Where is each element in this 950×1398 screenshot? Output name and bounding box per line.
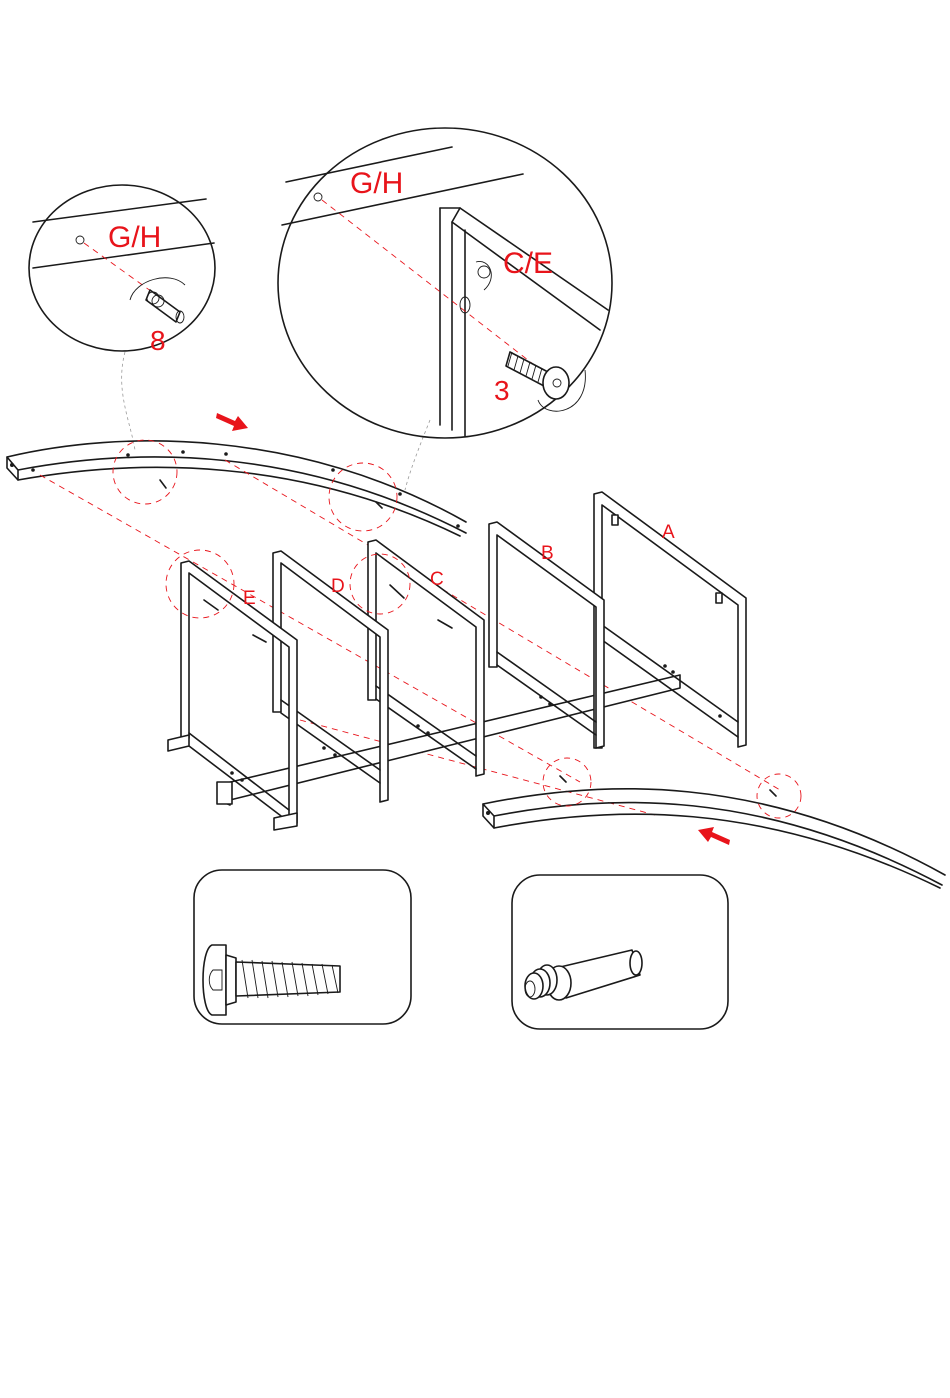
hardware-bolt-shank [236,962,340,996]
frame-a-rail [602,625,738,722]
detail-right-bubble: G/H C/E 3 [278,128,612,438]
frame-e-bolt-1 [204,600,218,610]
frame-b-hole-1 [539,695,543,699]
frame-d-hole-1 [322,746,326,750]
frame-e-label: E [243,588,256,609]
top-rail-hole-1 [31,468,35,472]
top-rail-callout-left [113,440,177,504]
bottom-rail-dowel-left [560,776,566,782]
detail-left-hw-label: 8 [150,325,166,356]
top-rail-edge-bottom [18,467,460,536]
hardware-dowel-pin-end [630,951,642,975]
detail-right-dash [322,200,560,385]
top-rail-hole-5 [331,468,335,472]
frame-a-hole-3 [718,714,722,718]
frame-e-hole-1 [230,771,234,775]
top-rail-hole-6 [398,492,402,496]
detail-right-guide [405,420,430,490]
frame-e-foot-left [168,735,189,751]
detail-left-rail-top [33,199,206,222]
frame-b-hole-2 [548,702,552,706]
top-rail-hole-3 [181,450,185,454]
top-rail-end [7,457,18,480]
frame-d-label: D [331,576,345,597]
bottom-rail-edge-mid [494,803,942,885]
hardware-bolt-head [203,945,226,1015]
bottom-rail-end-hole [486,811,490,815]
dowel-icon [146,290,184,323]
bottom-rail-edge-bottom [494,814,940,888]
top-rail-hole-4 [224,452,228,456]
frame-d-hole-2 [333,753,337,757]
bolt-icon [203,945,340,1015]
frame-a-hole-1 [663,664,667,668]
frame-c-hole-1 [416,724,420,728]
frame-a-bracket-right [716,593,722,603]
direction-arrow-icon-top [216,413,248,431]
bottom-curved-rail [483,758,945,888]
detail-left-dowel-body [146,290,180,322]
guide-line-2 [225,460,780,790]
frame-c-label: C [430,569,444,590]
detail-right-bolt-head [543,367,569,399]
top-curved-rail [7,440,466,536]
cross-bar-end-block [217,782,232,804]
bolt-icon [506,352,569,399]
detail-right-frame-label: C/E [503,247,553,280]
dowel-icon [525,950,642,1000]
bottom-rail-dowel-right [770,790,776,796]
bottom-cross-bar [217,675,680,805]
frame-c-bolt-2 [438,620,452,628]
frame-a: A [594,492,746,748]
detail-right-bracket-hole [478,266,490,278]
hardware-dowel-rib-3 [525,973,543,999]
frame-c-hole-2 [426,731,430,735]
direction-arrow-icon-bottom [698,827,730,845]
frame-e-bolt-2 [253,635,266,642]
detail-right-part-label: G/H [350,167,403,200]
frame-a-hole-2 [671,670,675,674]
hardware-bolt-neck [226,955,236,1005]
bottom-rail-callout-left [543,758,591,806]
top-rail-end-hole [10,463,14,467]
hardware-box-dowel-frame [512,875,728,1029]
detail-left-hole [76,236,84,244]
detail-left-guide [122,352,135,450]
frame-e-foot-right [274,813,297,830]
detail-left-part-label: G/H [108,221,161,254]
bottom-rail-end [483,804,494,828]
top-rail-hole-2 [126,453,130,457]
detail-right-hw-label: 3 [494,375,510,406]
detail-left-bubble: G/H 8 [29,185,215,356]
bottom-rail-edge-top [483,789,945,875]
detail-right-hole [314,193,322,201]
frame-e-callout [166,550,234,618]
frame-b-label: B [541,543,554,564]
hardware-box-dowel [512,875,728,1029]
top-rail-dowel-left [160,480,166,488]
frame-e-hole-2 [240,778,244,782]
frame-a-bracket-top [612,515,618,525]
hardware-box-bolt [194,870,411,1024]
frame-c-bolt-1 [390,585,404,598]
top-rail-hole-7 [456,524,460,528]
guide-line-1 [40,475,580,782]
frame-a-label: A [662,522,675,543]
